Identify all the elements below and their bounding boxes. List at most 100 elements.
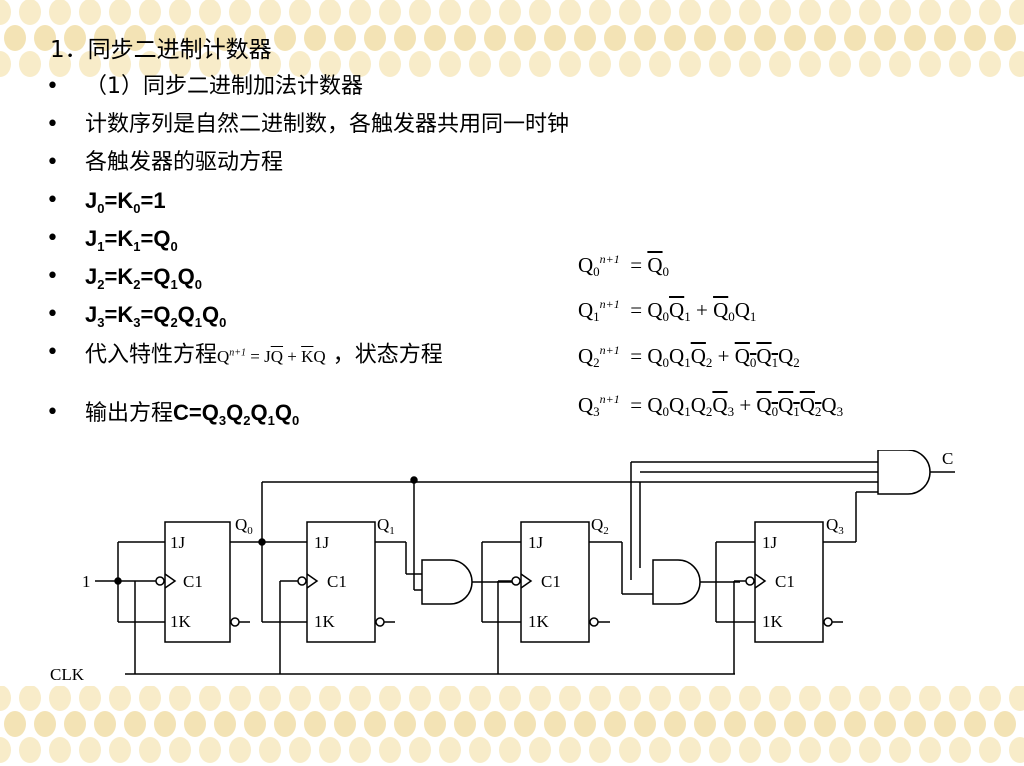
svg-text:C1: C1 [541,572,561,591]
decor-dot [424,711,446,737]
decor-dot [814,25,836,51]
decor-dot [64,711,86,737]
decor-dot [169,51,191,77]
decor-dot [934,711,956,737]
decor-dot [739,0,761,25]
decor-dot [244,25,266,51]
decor-dot [19,51,41,77]
decor-dot [814,711,836,737]
decor-dot [289,686,311,711]
decor-dot [154,711,176,737]
decor-dot [79,51,101,77]
decor-dot [964,711,986,737]
decor-dot [469,686,491,711]
decor-dot [499,737,521,763]
decor-dot [229,737,251,763]
decor-dot [889,737,911,763]
clk-label: CLK [50,665,85,680]
decor-dot [724,711,746,737]
decor-dot [19,686,41,711]
decor-dot [769,737,791,763]
decor-dot [379,737,401,763]
decor-dot [214,25,236,51]
decor-dot [589,0,611,25]
decor-dot [1009,737,1024,763]
bullet-item: •（1）同步二进制加法计数器 [46,74,363,99]
output-label: C [942,450,953,468]
decor-dot [649,686,671,711]
decor-dot [664,711,686,737]
output-equation: •输出方程C=Q3Q2Q1Q0 [46,400,300,428]
decor-dot [229,0,251,25]
decor-dot [4,711,26,737]
decor-dot [109,737,131,763]
decor-dot [574,711,596,737]
decor-dot [469,0,491,25]
decor-dot [0,51,11,77]
decor-dot [859,686,881,711]
decor-dot [709,686,731,711]
flip-flop-2: 1J C1 1K Q2 [481,515,622,674]
decor-dot [949,686,971,711]
decor-dot [889,51,911,77]
decor-dot [739,737,761,763]
decor-dot [574,25,596,51]
decor-dot [589,737,611,763]
decor-dot [169,737,191,763]
decor-dot [619,686,641,711]
decor-dot [34,25,56,51]
decor-dot [619,737,641,763]
decor-dot [559,737,581,763]
decor-dot [964,25,986,51]
decor-dot [499,686,521,711]
decor-dot [484,711,506,737]
drive-eq-0: •J0=K0=1 [46,188,166,216]
decor-dot [649,0,671,25]
decor-dot [439,51,461,77]
bottom-decoration [0,686,1024,766]
decor-dot [754,711,776,737]
drive-eq-3: •J3=K3=Q2Q1Q0 [46,302,227,330]
state-eq-2: Q2n+1 = Q0Q1Q2 + Q0Q1Q2 [578,343,800,370]
decor-dot [454,711,476,737]
decor-dot [949,737,971,763]
state-eq-0: Q0n+1 = Q0 [578,252,670,279]
decor-dot [304,711,326,737]
input-label: 1 [82,572,91,591]
decor-dot [109,51,131,77]
output-and-gate: C [262,450,955,542]
decor-dot [754,25,776,51]
decor-dot [529,51,551,77]
decor-dot [589,686,611,711]
decor-dot [799,0,821,25]
decor-dot [979,686,1001,711]
decor-dot [1009,0,1024,25]
decor-dot [694,711,716,737]
decor-dot [49,737,71,763]
decor-dot [94,711,116,737]
decor-dot [229,686,251,711]
decor-dot [154,25,176,51]
decor-dot [49,51,71,77]
decor-dot [874,25,896,51]
decor-dot [709,51,731,77]
decor-dot [559,686,581,711]
decor-dot [649,51,671,77]
decor-dot [109,0,131,25]
decor-dot [0,737,11,763]
decor-dot [364,25,386,51]
decor-dot [229,51,251,77]
decor-dot [109,686,131,711]
decor-dot [214,711,236,737]
decor-dot [79,0,101,25]
decor-dot [679,686,701,711]
bullet-item: •代入特性方程Qn+1 = JQ + KQ ，状态方程 [46,340,443,368]
decor-dot [994,25,1016,51]
decor-dot [349,737,371,763]
decor-dot [979,737,1001,763]
decor-dot [259,0,281,25]
decor-dot [409,51,431,77]
bullet-item: •计数序列是自然二进制数，各触发器共用同一时钟 [46,112,570,137]
decor-dot [784,25,806,51]
decor-dot [49,0,71,25]
